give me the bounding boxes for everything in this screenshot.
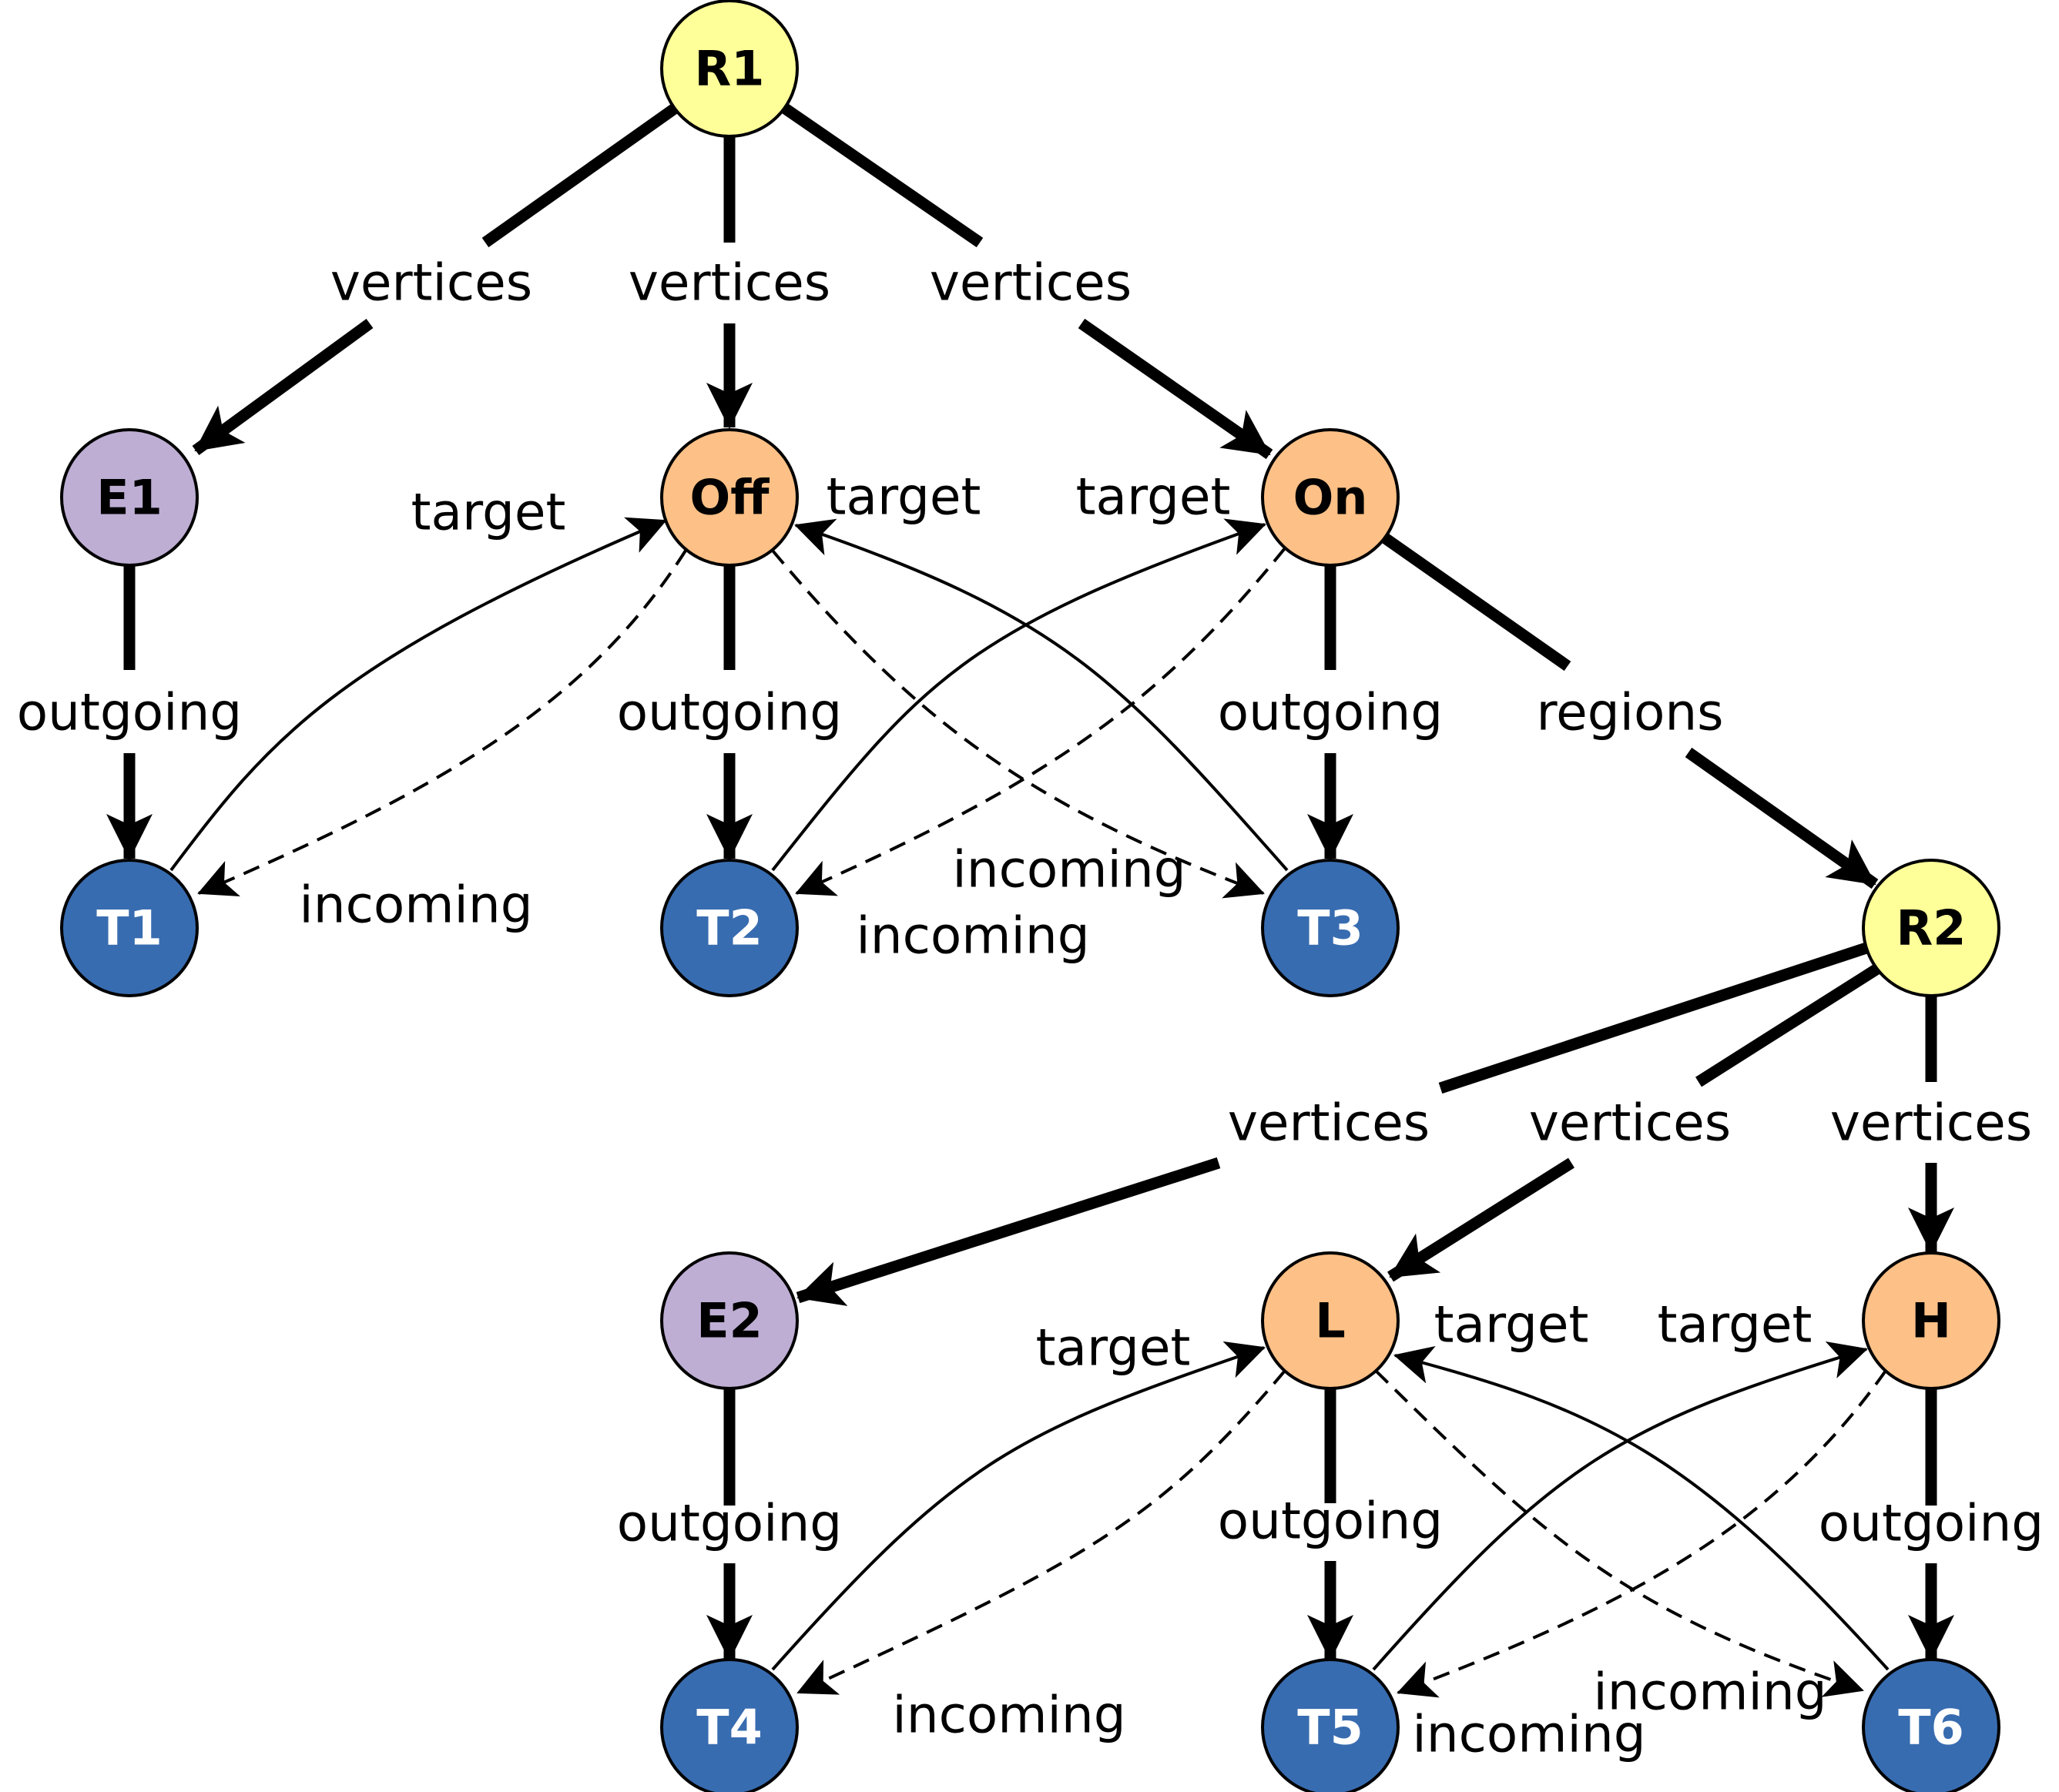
node-t1: T1 bbox=[60, 859, 199, 997]
edge-t5-to-h-target bbox=[1372, 1341, 1868, 1671]
edge-t3-to-off-target bbox=[794, 518, 1289, 872]
edge-l-to-t6-incoming bbox=[1374, 1369, 1864, 1697]
node-e1-circle bbox=[60, 428, 199, 567]
edge-l-to-t4-incoming-label: incoming bbox=[892, 1686, 1125, 1745]
edge-r1-to-on-vertices bbox=[780, 102, 1269, 454]
node-r2-label: R2 bbox=[1896, 900, 1967, 956]
edge-l-to-t4-incoming bbox=[796, 1369, 1286, 1695]
edge-off-to-t3-incoming bbox=[771, 549, 1265, 899]
edge-t2-to-on-target bbox=[771, 518, 1266, 872]
edges-layer bbox=[129, 102, 1931, 1698]
node-r2-circle bbox=[1862, 859, 2000, 997]
edge-t4-to-l-target bbox=[771, 1341, 1266, 1671]
edge-r1-to-e1-vertices-label: vertices bbox=[330, 253, 532, 313]
edge-e2-to-t4-outgoing-label: outgoing bbox=[617, 1494, 842, 1553]
node-off-label: Off bbox=[690, 470, 770, 526]
node-r1-circle bbox=[660, 0, 799, 138]
edge-r2-to-e2-vertices bbox=[798, 941, 1871, 1298]
node-t4-label: T4 bbox=[696, 1700, 762, 1756]
edge-t3-to-off-target-label: target bbox=[827, 467, 981, 527]
node-t6-circle bbox=[1862, 1658, 2000, 1792]
node-t6: T6 bbox=[1862, 1658, 2000, 1792]
node-r1-label: R1 bbox=[695, 41, 765, 97]
node-t6-label: T6 bbox=[1898, 1700, 1963, 1756]
node-off-circle bbox=[660, 428, 799, 567]
edge-on-to-t3-outgoing-label: outgoing bbox=[1218, 683, 1443, 742]
node-t1-circle bbox=[60, 859, 199, 997]
edge-h-to-t6-outgoing-label: outgoing bbox=[1819, 1494, 2044, 1553]
node-h: H bbox=[1862, 1251, 2000, 1390]
edge-l-to-t5-outgoing-label: outgoing bbox=[1218, 1492, 1443, 1551]
edge-t6-to-l-target-label: target bbox=[1434, 1295, 1589, 1355]
edge-on-to-r2-regions bbox=[1380, 532, 1875, 884]
node-t3-circle bbox=[1261, 859, 1400, 997]
edge-l-to-t6-incoming-label: incoming bbox=[1593, 1663, 1826, 1722]
node-l: L bbox=[1261, 1251, 1400, 1390]
node-t2: T2 bbox=[660, 859, 799, 997]
edge-on-to-r2-regions-label: regions bbox=[1536, 683, 1723, 742]
edge-on-to-t2-incoming-label: incoming bbox=[856, 906, 1089, 966]
node-r1: R1 bbox=[660, 0, 799, 138]
node-t1-label: T1 bbox=[96, 900, 162, 956]
node-t4-circle bbox=[660, 1658, 799, 1792]
node-h-label: H bbox=[1911, 1293, 1951, 1349]
node-on-label: On bbox=[1293, 470, 1368, 526]
edge-t1-to-off-target bbox=[169, 517, 667, 872]
edge-t4-to-l-target-label: target bbox=[1036, 1318, 1191, 1378]
edge-e1-to-t1-outgoing-label: outgoing bbox=[17, 683, 242, 742]
edge-r1-to-e1-vertices bbox=[196, 102, 679, 451]
node-e2: E2 bbox=[660, 1251, 799, 1390]
edge-r2-to-l-vertices bbox=[1390, 963, 1881, 1277]
edge-t1-to-off-target-label: target bbox=[411, 483, 566, 542]
node-h-circle bbox=[1862, 1251, 2000, 1390]
node-t2-label: T2 bbox=[696, 900, 762, 956]
edge-r1-to-off-vertices-label: vertices bbox=[629, 253, 830, 313]
edge-labels-layer: vertices vertices vertices outgoing outgoing… bbox=[17, 253, 2044, 1764]
node-t5-circle bbox=[1261, 1658, 1400, 1792]
node-on-circle bbox=[1261, 428, 1400, 567]
edge-r2-to-l-vertices-label: vertices bbox=[1529, 1094, 1731, 1153]
node-l-circle bbox=[1261, 1251, 1400, 1390]
edge-t2-to-on-target-label: target bbox=[1076, 467, 1231, 527]
node-e2-circle bbox=[660, 1251, 799, 1390]
edge-h-to-t5-incoming bbox=[1397, 1369, 1887, 1698]
node-on: On bbox=[1261, 428, 1400, 567]
node-t3-label: T3 bbox=[1297, 900, 1363, 956]
node-e1: E1 bbox=[60, 428, 199, 567]
edge-off-to-t2-outgoing-label: outgoing bbox=[617, 683, 842, 742]
node-t4: T4 bbox=[660, 1658, 799, 1792]
node-l-label: L bbox=[1315, 1293, 1346, 1349]
edge-off-to-t3-incoming-label: incoming bbox=[952, 840, 1185, 899]
edge-r1-to-on-vertices-label: vertices bbox=[930, 253, 1132, 313]
node-off: Off bbox=[660, 428, 799, 567]
node-r2: R2 bbox=[1862, 859, 2000, 997]
edge-on-to-t2-incoming bbox=[795, 547, 1286, 896]
edge-off-to-t1-incoming bbox=[197, 549, 687, 896]
node-t3: T3 bbox=[1261, 859, 1400, 997]
node-e2-label: E2 bbox=[696, 1293, 763, 1349]
edge-off-to-t1-incoming-label: incoming bbox=[299, 876, 532, 935]
edge-r2-to-h-vertices-label: vertices bbox=[1830, 1094, 2032, 1153]
node-e1-label: E1 bbox=[96, 470, 163, 526]
edge-r2-to-e2-vertices-label: vertices bbox=[1228, 1094, 1430, 1153]
edge-t6-to-l-target bbox=[1393, 1345, 1890, 1671]
edge-h-to-t5-incoming-label: incoming bbox=[1412, 1705, 1645, 1764]
node-t5: T5 bbox=[1261, 1658, 1400, 1792]
edge-t5-to-h-target-label: target bbox=[1658, 1295, 1813, 1355]
node-t5-label: T5 bbox=[1297, 1700, 1363, 1756]
node-t2-circle bbox=[660, 859, 799, 997]
